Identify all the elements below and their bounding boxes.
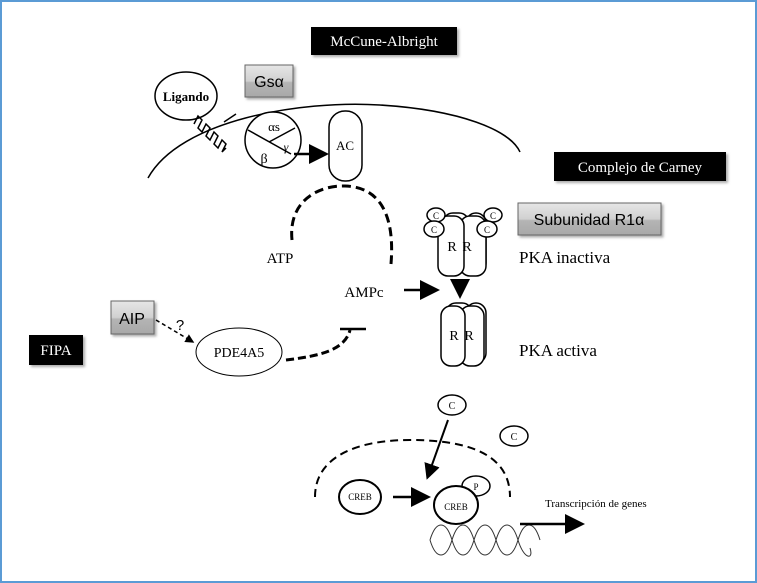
- r1a-gene-text: Subunidad R1α: [534, 212, 645, 229]
- r-subunit-label: R: [464, 329, 474, 344]
- pka-inactive-complex: [423, 207, 503, 277]
- phospho-creb-text: CREB: [444, 502, 468, 512]
- alpha-s-subunit: αs: [268, 119, 280, 134]
- aip-gene-text: AIP: [119, 311, 145, 328]
- pka-inactive-text: PKA inactiva: [519, 248, 611, 267]
- atp-ampc-arc: [290, 184, 394, 265]
- c-subunit-label: C: [484, 225, 490, 235]
- ampc-text: AMPc: [344, 285, 384, 301]
- phospho-creb-node: [433, 485, 479, 525]
- r1a-gene-box: [517, 202, 662, 236]
- carney-complex-text: Complejo de Carney: [578, 160, 703, 176]
- ligand-node: [154, 71, 218, 121]
- creb-node: [338, 479, 382, 515]
- gsa-gene-text: Gsα: [254, 74, 284, 91]
- r-subunit-label: R: [449, 329, 459, 344]
- fipa-text: FIPA: [40, 343, 71, 359]
- transcription-text: Transcripción de genes: [545, 498, 647, 510]
- pka-active-complex: [440, 302, 487, 367]
- mccune-albright-text: McCune-Albright: [330, 34, 438, 50]
- dna-helix-icon: [429, 524, 541, 556]
- aip-gene-box: [110, 300, 155, 335]
- carney-complex-label: [554, 152, 726, 181]
- beta-subunit: β: [260, 152, 267, 167]
- c-subunit-label: C: [449, 401, 456, 412]
- free-c-subunit: [437, 394, 467, 416]
- mccune-albright-label: [311, 27, 457, 55]
- cell-membrane: [147, 103, 521, 179]
- gsa-gene-box: [244, 64, 294, 98]
- r-subunit-label: R: [447, 240, 457, 255]
- free-c-subunit: [499, 425, 529, 447]
- fipa-label: [29, 335, 83, 365]
- adenylyl-cyclase-node: [328, 110, 363, 182]
- receptor-icon: [193, 114, 227, 153]
- nucleus-membrane: [314, 438, 511, 498]
- pka-active-text: PKA activa: [519, 341, 597, 360]
- pde4a5-text: PDE4A5: [214, 346, 265, 361]
- c-subunit-label: C: [433, 211, 439, 221]
- aip-to-pde-arrow: [155, 319, 195, 343]
- c-subunit-label: C: [490, 211, 496, 221]
- c-to-creb-arrow: [424, 419, 449, 480]
- question-mark: ?: [176, 317, 184, 334]
- c-subunit-label: C: [431, 225, 437, 235]
- pde-inhibition-line: [285, 329, 352, 362]
- c-subunit-label: C: [511, 432, 518, 443]
- r-subunit-label: R: [462, 240, 472, 255]
- creb-text: CREB: [348, 492, 372, 502]
- phosphate-text: P: [473, 482, 478, 492]
- ligand-text: Ligando: [163, 89, 209, 104]
- pde4a5-node: [195, 327, 283, 377]
- gamma-subunit: γ: [284, 140, 289, 154]
- atp-text: ATP: [267, 251, 294, 267]
- ac-text: AC: [336, 138, 354, 153]
